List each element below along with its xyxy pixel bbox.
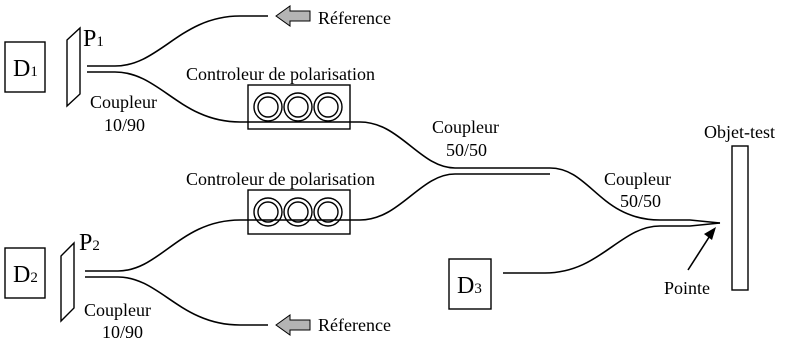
polarization-controller-top	[247, 84, 351, 130]
coupler-top-left-fibers	[87, 15, 360, 123]
coupler-right-name: Coupleur	[604, 169, 671, 189]
polarization-controller-bottom	[247, 189, 351, 235]
coupler-center-ratio: 50/50	[446, 140, 487, 160]
coupler-bottom-left-name: Coupleur	[84, 300, 151, 320]
tip-arrowhead-icon	[704, 227, 716, 240]
coupler-bottom-left-ratio: 10/90	[102, 322, 143, 342]
coupler-center-name: Coupleur	[432, 117, 499, 137]
detector-d2-box	[4, 247, 46, 299]
coupler-top-left-name: Coupleur	[90, 92, 157, 112]
detector-d1-box	[4, 41, 46, 93]
object-test-label: Objet-test	[704, 122, 775, 142]
coupler-top-left-ratio: 10/90	[104, 115, 145, 135]
reference-bottom-label: Réference	[318, 315, 391, 335]
reference-arrow-bottom-icon	[275, 314, 311, 336]
controller-bottom-label: Controleur de polarisation	[186, 169, 375, 189]
detector-d3-box	[448, 258, 492, 310]
polarizer-p2-label: P2	[79, 230, 100, 256]
detector-d3-label: D3	[457, 273, 482, 299]
coupler-right-fibers	[503, 219, 721, 274]
detector-d2-label: D2	[13, 262, 38, 288]
polarizer-p1-label: P1	[83, 26, 104, 52]
polarizer-p2	[60, 241, 75, 323]
reference-top-label: Réference	[318, 8, 391, 28]
controller-top-label: Controleur de polarisation	[186, 64, 375, 84]
tip-label: Pointe	[664, 278, 710, 298]
coupler-center-fibers	[359, 121, 661, 221]
polarizer-p1	[66, 26, 81, 108]
reference-arrow-top-icon	[275, 5, 311, 27]
coupler-right-ratio: 50/50	[620, 191, 661, 211]
detector-d1-label: D1	[13, 56, 38, 82]
object-test-box	[731, 145, 749, 291]
coupler-bottom-left-fibers	[85, 219, 360, 326]
